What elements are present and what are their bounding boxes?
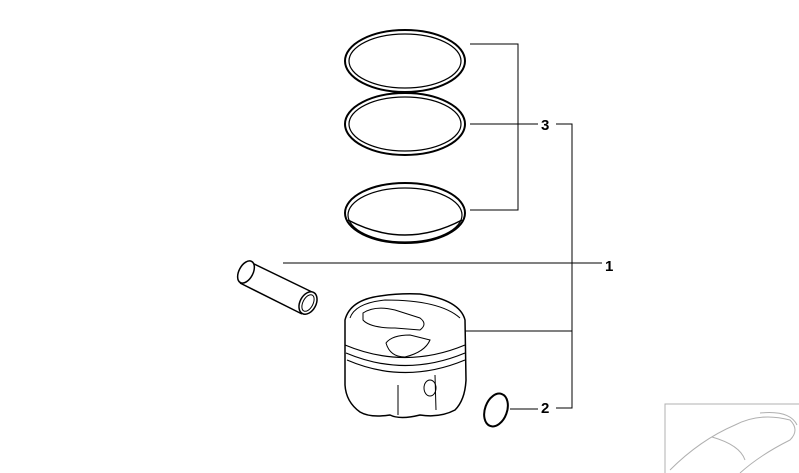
piston-ring-oil[interactable] (344, 182, 466, 244)
vehicle-thumbnail[interactable] (664, 403, 799, 473)
piston-ring-top[interactable] (344, 29, 466, 93)
callout-1[interactable]: 1 (605, 258, 614, 275)
circlip[interactable] (480, 390, 512, 429)
piston[interactable] (344, 293, 467, 419)
callout-2[interactable]: 2 (541, 400, 550, 417)
piston-pin[interactable] (234, 258, 321, 317)
leader-lines (283, 43, 602, 410)
callout-3[interactable]: 3 (541, 117, 550, 134)
piston-ring-middle[interactable] (344, 92, 466, 156)
